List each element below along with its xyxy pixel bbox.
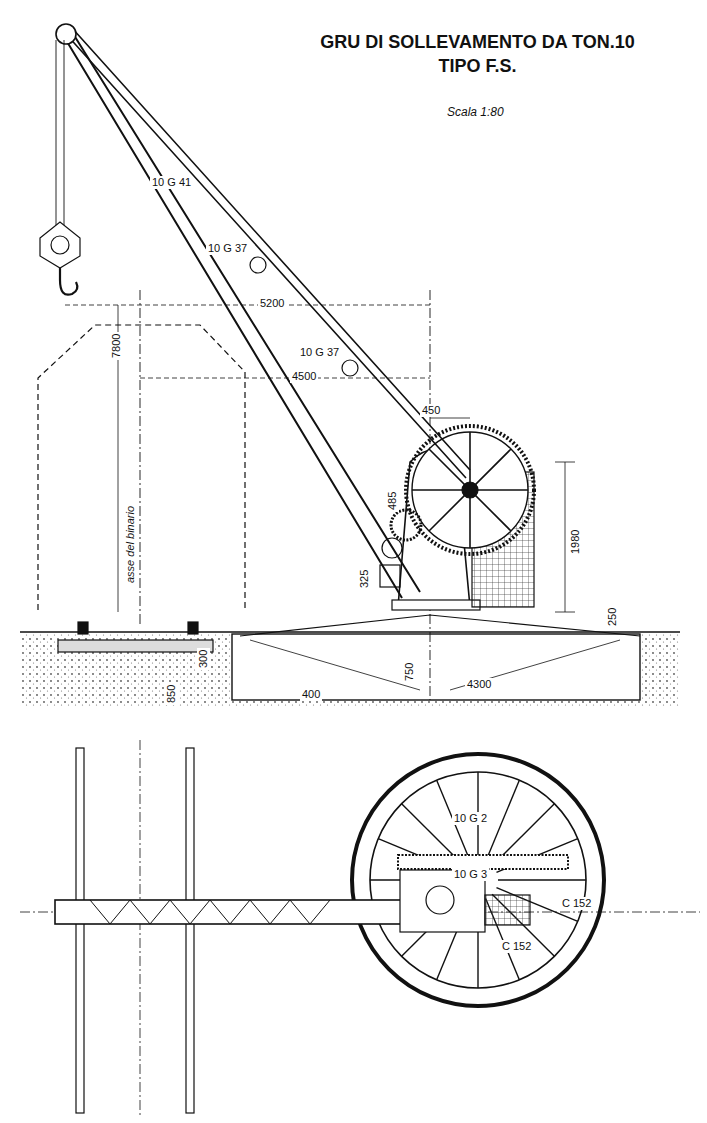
ground-line: [20, 631, 680, 633]
foundation: [232, 634, 640, 700]
post-plan: [426, 886, 454, 914]
gear-wheel: [412, 432, 528, 548]
dimension-text: 250: [606, 606, 619, 628]
drawing-title: GRU DI SOLLEVAMENTO DA TON.10 TIPO F.S.: [305, 30, 650, 79]
base-plate: [240, 615, 640, 636]
dimension-text: 7800: [110, 332, 123, 360]
part-label: 5200: [258, 297, 286, 310]
dimension-line: [65, 305, 430, 306]
gear-plan: [398, 855, 568, 869]
rail: [188, 622, 198, 634]
dimension-text: 1980: [569, 528, 582, 556]
dimension-text: 850: [165, 683, 178, 705]
center-line: [140, 740, 141, 1115]
rail: [78, 622, 88, 634]
part-label: 10 G 37: [206, 242, 249, 255]
crane-tie: [66, 28, 470, 478]
part-label: 450: [420, 404, 442, 417]
loading-gauge: [38, 325, 245, 610]
gear-hub: [462, 482, 478, 498]
part-label: C 152: [560, 897, 593, 910]
gear-spokes: [412, 432, 528, 548]
gear-wheel: [406, 426, 534, 554]
hoist-rope: [56, 40, 64, 232]
spoke: [498, 879, 586, 880]
dimension-line: [430, 418, 470, 419]
crane-boom: [60, 30, 420, 598]
spoke: [486, 780, 520, 861]
part-label: 10 G 37: [298, 346, 341, 359]
hook-pulley: [51, 236, 69, 254]
part-label: 10 G 3: [452, 868, 489, 881]
guide-pulley: [342, 360, 358, 376]
boom-plan: [55, 900, 420, 924]
part-label: Scala 1:80: [445, 106, 506, 120]
dimension-text: 485: [386, 490, 399, 512]
boom-truss: [90, 900, 330, 924]
post-base: [392, 600, 480, 610]
dimension-text: 300: [197, 648, 210, 670]
pinion: [391, 510, 421, 540]
guide-pulley: [250, 257, 266, 273]
track-axis: [140, 290, 141, 625]
rail-plan: [76, 748, 84, 1113]
part-label: C 152: [500, 940, 533, 953]
dimension-text: asse del binario: [124, 504, 137, 585]
part-label: 4500: [290, 370, 318, 383]
part-label: 10 G 2: [452, 812, 489, 825]
hook-block: [40, 222, 80, 268]
sleeper: [58, 640, 213, 652]
part-label: 4300: [465, 678, 493, 691]
ground-fill: [20, 634, 680, 706]
dimension-text: 325: [358, 568, 371, 590]
turntable-spokes: [370, 772, 586, 988]
part-label: 10 G 41: [150, 176, 193, 189]
turntable-ring: [370, 772, 586, 988]
turntable-ring: [352, 754, 604, 1006]
part-label: 400: [300, 688, 322, 701]
dimension-text: 750: [403, 661, 416, 683]
foundation-beam: [250, 640, 620, 690]
boom-pulley: [56, 24, 76, 44]
counterweight-plan: [485, 895, 530, 925]
hook: [60, 268, 77, 295]
rail-plan: [186, 748, 194, 1113]
